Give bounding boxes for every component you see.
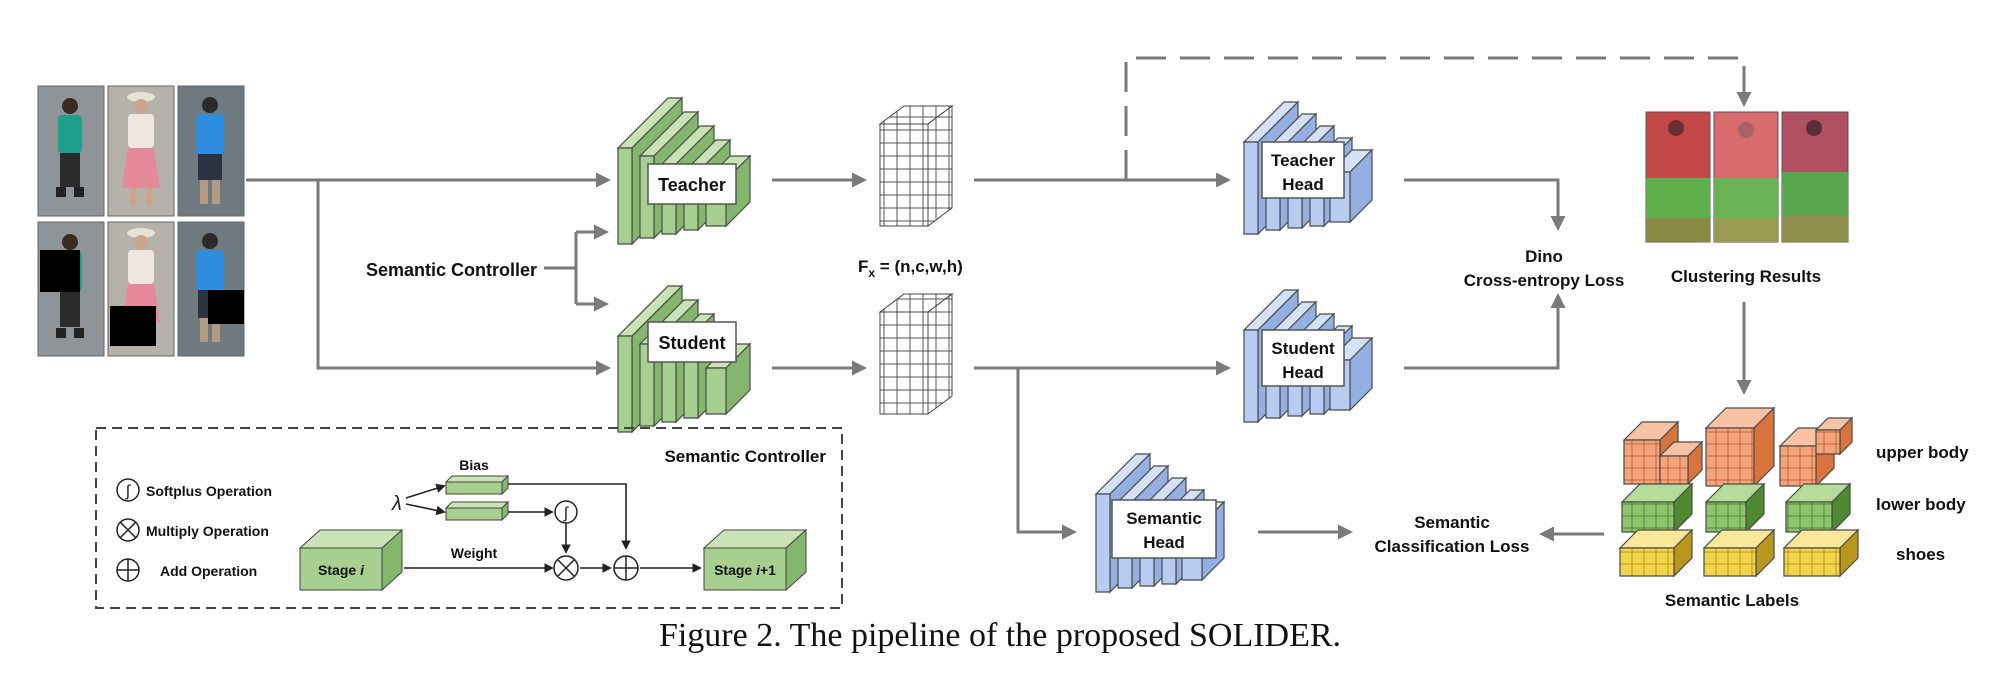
original-images [37, 85, 245, 217]
legend-lower-body: lower body [1876, 495, 1966, 514]
arrow-dashed-to-clustering [1124, 56, 1752, 180]
semantic-head-label-2: Head [1143, 533, 1185, 552]
semantic-loss-label-2: Classification Loss [1375, 537, 1530, 556]
semantic-head-label-1: Semantic [1126, 509, 1202, 528]
arrow-input-to-student [316, 180, 611, 376]
stage-in-index: i [360, 562, 365, 578]
semantic-head-layer-1-front [1095, 493, 1111, 593]
add-legend-label: Add Operation [160, 563, 257, 579]
dino-loss-label-1: Dino [1525, 247, 1563, 266]
upper-block-1-front [1623, 439, 1661, 485]
bias-layer-bottom [444, 500, 510, 522]
student-head-label-2: Head [1282, 363, 1324, 382]
student-layer-5-front [705, 367, 727, 415]
dino-loss-label-2: Cross-entropy Loss [1464, 271, 1625, 290]
softplus-legend: ∫ Softplus Operation [116, 478, 272, 502]
arrow-feature-to-semantic-head [1016, 368, 1077, 540]
clustering-results-label: Clustering Results [1671, 267, 1821, 286]
upper-block-2-front [1659, 455, 1689, 485]
controller-box-title: Semantic Controller [664, 447, 826, 466]
upper-block-4-front [1779, 445, 1817, 487]
arrow-teacher-head-to-loss [1404, 178, 1566, 231]
add-legend: Add Operation [116, 558, 257, 582]
semantic-labels-label: Semantic Labels [1665, 591, 1799, 610]
arrow-student-head-to-loss [1404, 293, 1566, 370]
teacher-head-label-2: Head [1282, 175, 1324, 194]
semantic-labels-blocks [1618, 406, 1860, 578]
shoe-block-2-front [1703, 547, 1757, 577]
student-label: Student [659, 333, 726, 353]
multiply-legend-label: Multiply Operation [146, 523, 269, 539]
student-head: Student Head [1242, 288, 1374, 424]
weight-label: Weight [451, 545, 498, 561]
figure-caption: Figure 2. The pipeline of the proposed S… [659, 617, 1341, 654]
semantic-controller-box: Semantic Controller ∫ Softplus Operation… [95, 427, 843, 609]
teacher-feature-tensor [878, 105, 954, 227]
stage-in-text: Stage [318, 562, 360, 578]
input-images [37, 85, 245, 357]
softplus-node: ∫ [554, 500, 578, 524]
student-head-layer-1-front [1243, 329, 1259, 423]
masked-images [37, 221, 245, 357]
semantic-head: Semantic Head [1094, 452, 1226, 594]
lower-block-2-front [1705, 501, 1747, 533]
teacher-head: Teacher Head [1242, 100, 1374, 236]
add-node [613, 555, 639, 581]
teacher-backbone: Teacher [616, 96, 752, 246]
teacher-label: Teacher [658, 175, 726, 195]
stage-i-plus-1-block: Stage i+1 [702, 528, 808, 592]
feature-subscript: x [868, 266, 875, 280]
lower-block-1-front [1621, 501, 1675, 533]
upper-block-5-front [1815, 429, 1841, 455]
multiply-legend: Multiply Operation [116, 518, 269, 542]
svg-text:Stage i+1: Stage i+1 [714, 562, 776, 578]
svg-text:Stage i: Stage i [318, 562, 365, 578]
stage-i-block: Stage i [298, 528, 404, 592]
shoe-block-3-front [1783, 547, 1841, 577]
svg-text:Fx = (n,c,w,h): Fx = (n,c,w,h) [858, 257, 963, 280]
bias-label: Bias [459, 457, 489, 473]
lambda-symbol: λ [391, 493, 402, 515]
lower-block-3-front [1785, 501, 1833, 533]
legend-upper-body: upper body [1876, 443, 1969, 462]
student-backbone: Student [616, 284, 752, 434]
stage-out-text: Stage [714, 562, 756, 578]
upper-block-3-front [1705, 427, 1755, 487]
feature-shape: (n,c,w,h) [894, 257, 962, 276]
teacher-layer-1-front [617, 147, 633, 245]
student-feature-tensor [878, 293, 954, 415]
clustering-results-images [1645, 111, 1849, 243]
feature-symbol: F [858, 257, 868, 276]
student-layer-4-front [683, 359, 699, 419]
stage-out-offset: +1 [760, 562, 776, 578]
student-head-label-1: Student [1271, 339, 1335, 358]
multiply-node [553, 555, 579, 581]
semantic-controller-label: Semantic Controller [366, 260, 537, 280]
svg-text:∫: ∫ [563, 505, 570, 522]
teacher-head-label-1: Teacher [1271, 151, 1335, 170]
svg-text:∫: ∫ [125, 483, 132, 500]
arrow-controller-branch [544, 230, 606, 306]
feature-shape-label: Fx = (n,c,w,h) [858, 257, 963, 280]
semantic-loss-label-1: Semantic [1414, 513, 1490, 532]
teacher-head-layer-1-front [1243, 141, 1259, 235]
legend-shoes: shoes [1896, 545, 1945, 564]
shoe-block-1-front [1619, 547, 1675, 577]
bias-layer-top [444, 474, 510, 496]
softplus-legend-label: Softplus Operation [146, 483, 272, 499]
stage-out-index: i [756, 562, 761, 578]
student-layer-1-front [617, 335, 633, 433]
flow-arrows [246, 56, 1752, 542]
